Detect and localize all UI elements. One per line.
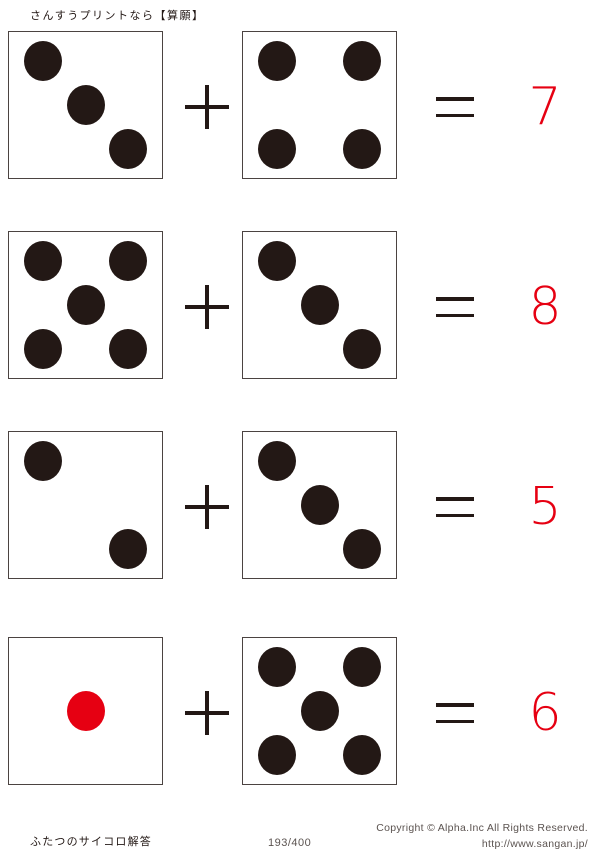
die-pip — [23, 441, 62, 482]
die-left — [8, 431, 163, 579]
die-pip — [23, 328, 62, 369]
die-pip — [300, 691, 339, 731]
problem-row: 5 — [0, 431, 600, 583]
answer-value: 5 — [528, 477, 562, 537]
die-pip — [23, 41, 62, 82]
die-pip — [257, 41, 296, 82]
die-pip — [343, 647, 382, 688]
die-left — [8, 31, 163, 179]
die-pip — [300, 285, 339, 325]
die-pip — [109, 128, 148, 169]
footer-copyright: Copyright © Alpha.Inc All Rights Reserve… — [376, 822, 588, 834]
answer-value: 6 — [528, 683, 562, 743]
footer-url: http://www.sangan.jp/ — [481, 838, 588, 850]
problem-row: 8 — [0, 231, 600, 383]
die-pip — [343, 328, 382, 369]
die-right — [242, 637, 397, 785]
die-pip — [257, 241, 296, 282]
die-right — [242, 231, 397, 379]
answer-value: 8 — [528, 277, 562, 337]
equals-operator-icon — [436, 497, 474, 517]
die-pip — [66, 85, 105, 125]
plus-operator-icon — [185, 485, 229, 529]
problem-row: 6 — [0, 637, 600, 789]
worksheet-footer: ふたつのサイコロ解答 193/400 Copyright © Alpha.Inc… — [0, 809, 600, 859]
footer-page-number: 193/400 — [268, 837, 312, 849]
plus-operator-icon — [185, 85, 229, 129]
die-pip — [343, 528, 382, 569]
equals-operator-icon — [436, 703, 474, 723]
die-pip — [343, 734, 382, 775]
die-pip — [300, 485, 339, 525]
footer-worksheet-title: ふたつのサイコロ解答 — [30, 836, 152, 848]
die-left — [8, 637, 163, 785]
plus-operator-icon — [185, 691, 229, 735]
die-pip — [109, 241, 148, 282]
die-right — [242, 431, 397, 579]
die-pip-answer — [66, 691, 105, 731]
equals-operator-icon — [436, 297, 474, 317]
die-right — [242, 31, 397, 179]
problem-row: 7 — [0, 31, 600, 183]
die-pip — [343, 41, 382, 82]
die-pip — [257, 647, 296, 688]
die-pip — [257, 128, 296, 169]
die-pip — [23, 241, 62, 282]
plus-operator-icon — [185, 285, 229, 329]
die-pip — [257, 734, 296, 775]
die-pip — [257, 441, 296, 482]
die-pip — [66, 285, 105, 325]
die-left — [8, 231, 163, 379]
die-pip — [343, 128, 382, 169]
die-pip — [109, 328, 148, 369]
equals-operator-icon — [436, 97, 474, 117]
answer-value: 7 — [528, 77, 562, 137]
worksheet-header-title: さんすうプリントなら【算願】 — [30, 10, 205, 22]
die-pip — [109, 528, 148, 569]
